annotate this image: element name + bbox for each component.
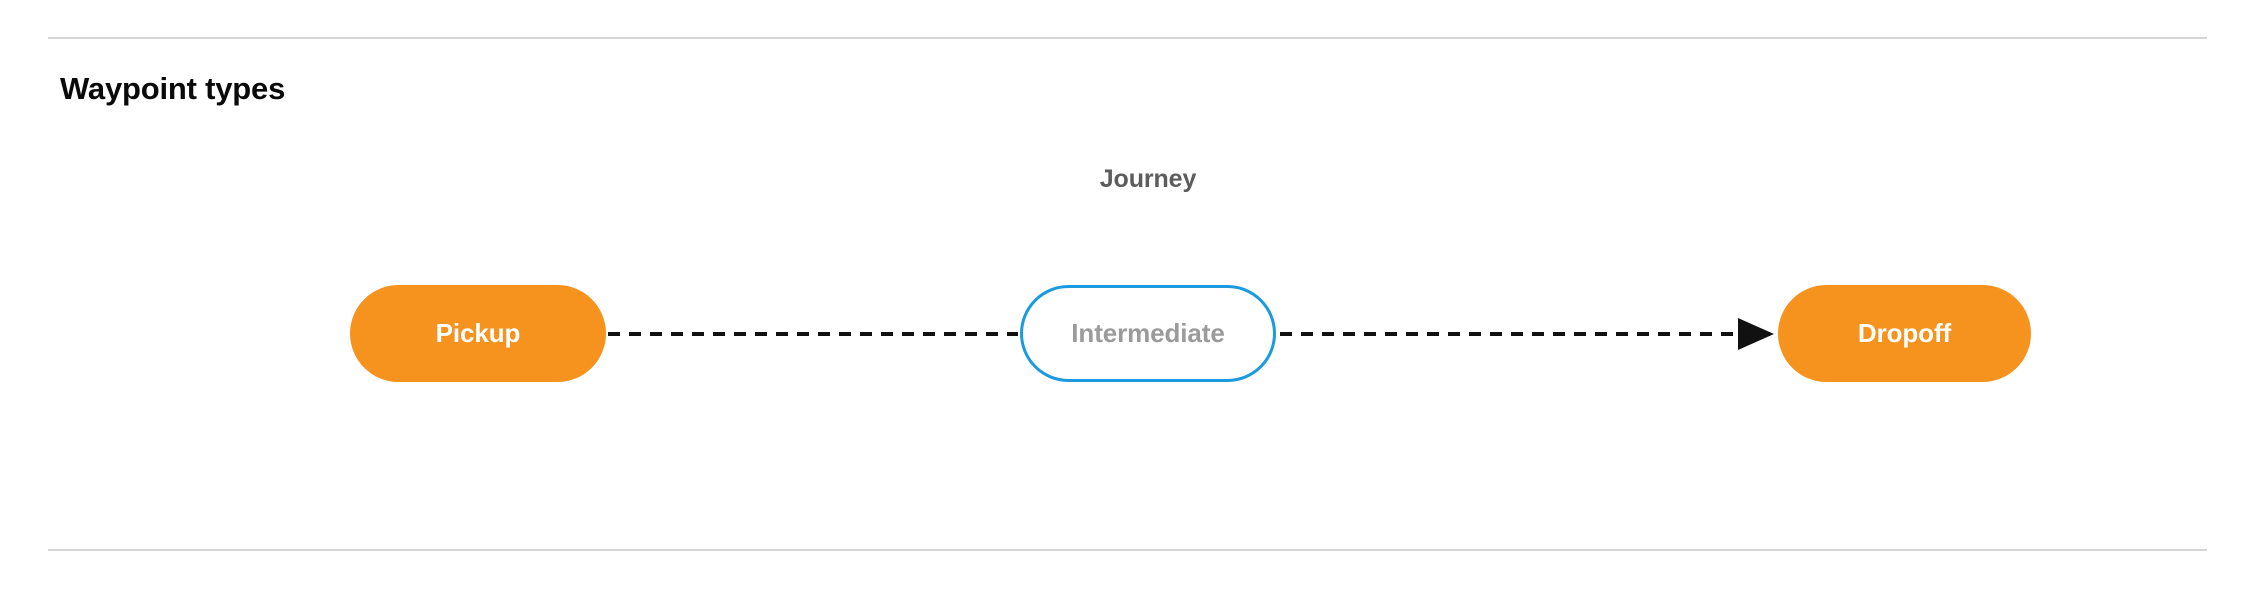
waypoint-node-intermediate-label: Intermediate [1071,318,1225,348]
diagram-label-journey: Journey [1099,165,1197,193]
waypoint-node-pickup[interactable]: Pickup [350,285,606,382]
page-title: Waypoint types [60,71,286,106]
waypoint-node-pickup-label: Pickup [435,318,521,348]
waypoint-node-dropoff-label: Dropoff [1857,318,1952,348]
waypoint-node-intermediate[interactable]: Intermediate [1020,285,1276,382]
divider-bottom [48,549,2207,551]
divider-top [48,37,2207,39]
waypoint-node-dropoff[interactable]: Dropoff [1778,285,2031,382]
